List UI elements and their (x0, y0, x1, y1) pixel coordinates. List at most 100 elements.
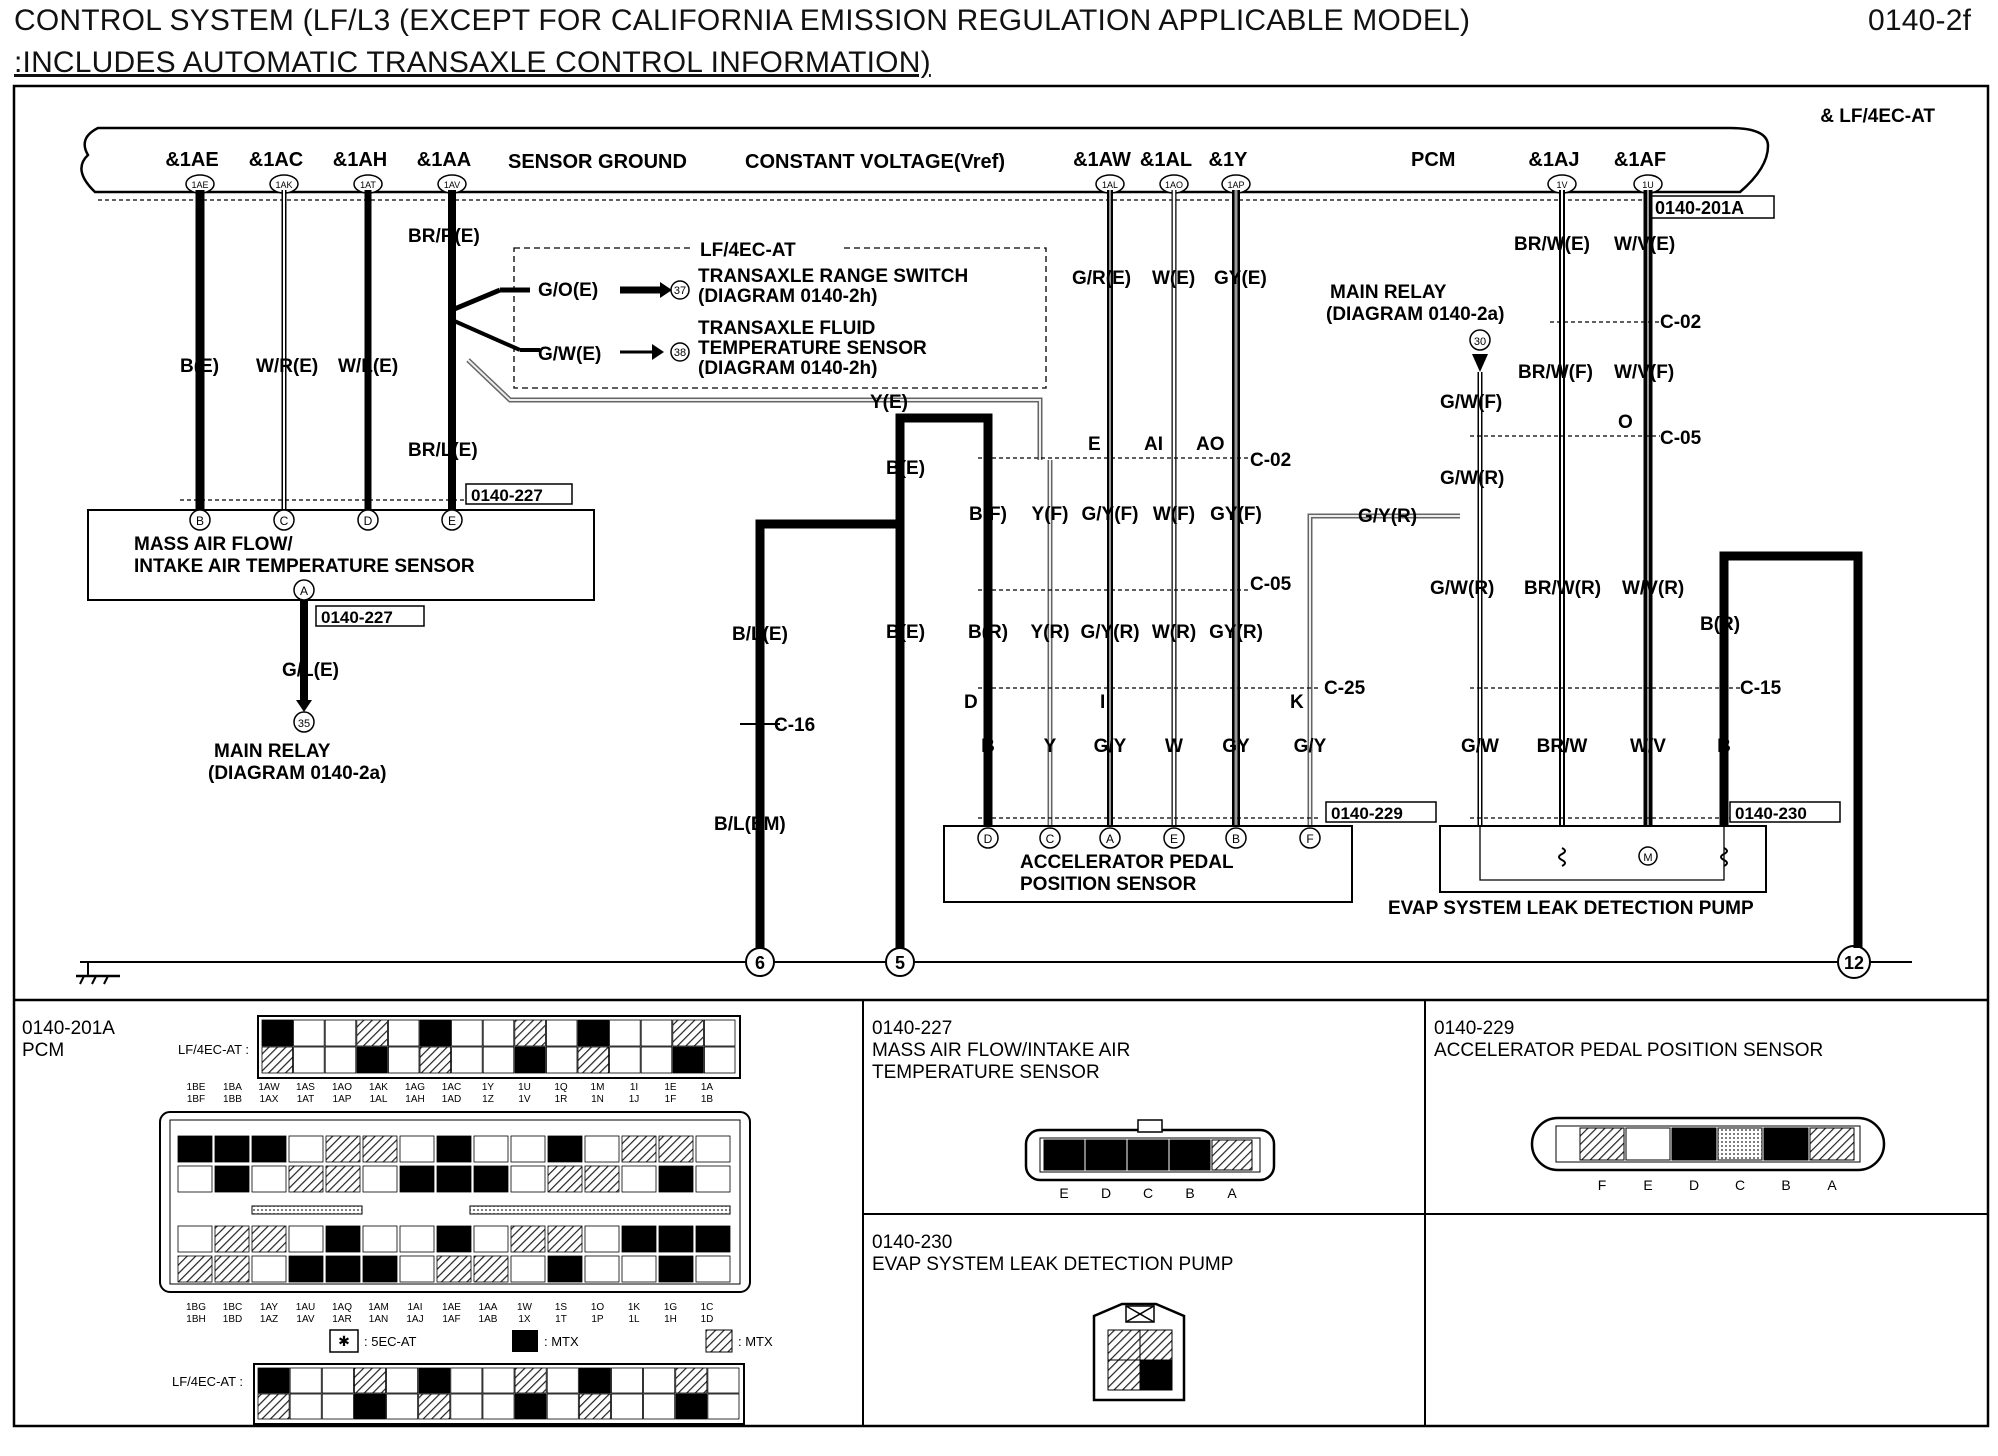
wire-be-1: B(E) (886, 458, 925, 479)
pcm-main-cell-3-6 (399, 1255, 435, 1283)
aps-conn-pin-3: C (1735, 1177, 1745, 1193)
maf-pin-d: D (364, 514, 373, 528)
pcm-main-cell-1-7 (436, 1165, 472, 1193)
wire-bl-e: B/L(E) (732, 624, 788, 645)
maf-wire-brr: BR/R(E) (408, 226, 480, 247)
trs-text1: TRANSAXLE RANGE SWITCH (698, 266, 968, 287)
evap-c05: C-05 (1660, 428, 1702, 449)
pcm-bot-strip-cell-0-4 (386, 1367, 419, 1394)
aps-pin-1: C (1046, 832, 1055, 846)
pcm-top-strip-cell-0-11 (609, 1019, 641, 1047)
pcm-main-cell-2-5 (362, 1225, 398, 1253)
pcm-labels-bot-a-7: 1AE (442, 1302, 461, 1313)
aps-pin-circle-5 (1299, 827, 1321, 849)
pcm-bot-strip-cell-1-11 (611, 1393, 644, 1420)
pcm-main-cell-1-0 (177, 1165, 213, 1193)
pcm-main-cell-0-2 (251, 1135, 287, 1163)
pcm-labels-bot-b-9: 1X (518, 1314, 531, 1325)
pcm-labels-top-a-7: 1AC (442, 1082, 461, 1093)
ground-wires: 6 5 12 (76, 413, 1912, 985)
pcm-pin-label-0: &1AE (165, 149, 218, 171)
pcm-labels-top-a-14: 1A (701, 1082, 714, 1093)
pcm-labels-top-b-3: 1AT (297, 1094, 315, 1105)
evap-r-wire-0: G/W(R) (1430, 578, 1494, 599)
pcm-labels-bot-a-8: 1AA (479, 1302, 498, 1313)
aps-wires (978, 190, 1460, 826)
pcm-main-cell-3-14 (695, 1255, 731, 1283)
pcm-main-cell-2-8 (473, 1225, 509, 1253)
pcm-main-cell-0-10 (547, 1135, 583, 1163)
pcm-labels-top-b-1: 1BB (223, 1094, 242, 1105)
pcm-labels-bot-b-4: 1AR (332, 1314, 351, 1325)
pcm-labels-top-a-9: 1U (518, 1082, 531, 1093)
pcm-labels-bot-a-5: 1AM (368, 1302, 389, 1313)
pcm-labels-top-a-13: 1E (664, 1082, 677, 1093)
pcm-main-cell-0-9 (510, 1135, 546, 1163)
aps-r-wire-4: GY(R) (1209, 622, 1263, 643)
page-title: CONTROL SYSTEM (LF/L3 (EXCEPT FOR CALIFO… (14, 4, 1471, 37)
outer-frame (12, 84, 1990, 1428)
pcm-labels-bot-a-9: 1W (517, 1302, 533, 1313)
aps-conn-name: ACCELERATOR PEDAL POSITION SENSOR (1434, 1040, 1823, 1061)
aps-pin-2: A (1106, 832, 1114, 846)
aps-sensor: ACCELERATOR PEDAL POSITION SENSOR 0140-2… (943, 801, 1437, 903)
pcm-pin-code-5: 1AO (1165, 180, 1183, 190)
maf-mr-text2: (DIAGRAM 0140-2a) (208, 763, 386, 784)
pcm-main-cell-2-3 (288, 1225, 324, 1253)
pcm-bot-strip-cell-0-2 (321, 1367, 354, 1394)
pcm-labels-top-a-4: 1AO (332, 1082, 352, 1093)
pcm-labels-bot-b-11: 1P (591, 1314, 604, 1325)
pcm-bot-strip-cell-0-12 (643, 1367, 676, 1394)
pcm-main-cell-1-12 (621, 1165, 657, 1193)
pcm-top-strip-cell-0-2 (324, 1019, 357, 1047)
aps-f-row: B(F)Y(F)G/Y(F)W(F)GY(F) (969, 504, 1262, 525)
pcm-labels-top-b-11: 1N (591, 1094, 604, 1105)
maf-pin-a: A (300, 584, 308, 598)
maf-conn-line2: TEMPERATURE SENSOR (872, 1062, 1100, 1083)
pcm-main-cell-0-7 (436, 1135, 472, 1163)
pcm-conn-name: PCM (22, 1040, 64, 1061)
pcm-pin-label-5: &1AL (1140, 149, 1192, 171)
pcm-pin-label-7: &1AJ (1528, 149, 1579, 171)
pcm-bot-strip-cell-0-1 (289, 1367, 322, 1394)
evap-mr-text1: MAIN RELAY (1330, 282, 1447, 303)
pcm-labels-bot-b-0: 1BH (186, 1314, 205, 1325)
maf-wire-b: B(E) (180, 356, 219, 377)
aps-f-wire-4: GY(F) (1210, 504, 1262, 525)
maf-ref: 0140-227 (471, 486, 543, 505)
maf-line2: INTAKE AIR TEMPERATURE SENSOR (134, 556, 475, 577)
pcm-pin-label-3: &1AA (417, 149, 471, 171)
pcm-bot-strip-cell-0-8 (514, 1367, 547, 1394)
pcm-labels-top-a-12: 1I (630, 1082, 638, 1093)
pcm-top-strip-cell-1-6 (451, 1046, 483, 1074)
pcm-legend-mtx2: : MTX (738, 1334, 773, 1349)
maf-conn-line1: MASS AIR FLOW/INTAKE AIR (872, 1040, 1130, 1061)
aps-c25-k: K (1290, 692, 1304, 713)
aps-r-wire-0: B(R) (968, 622, 1008, 643)
pcm-top-strip-cell-1-1 (293, 1046, 325, 1074)
aps-f-wire-3: W(F) (1153, 504, 1195, 525)
pcm-top-strip-cell-1-8 (514, 1046, 546, 1074)
aps-pin-circle-2 (1099, 827, 1121, 849)
aps-c02-ai: AI (1144, 434, 1163, 455)
aps-line2: POSITION SENSOR (1020, 874, 1197, 895)
pcm-top-strip-cell-1-4 (387, 1046, 420, 1074)
pcm-main-cell-0-11 (584, 1135, 620, 1163)
pcm-main-cell-2-6 (399, 1225, 435, 1253)
pcm-main-cell-3-5 (362, 1255, 398, 1283)
pcm-top-strip-cell-0-6 (451, 1019, 483, 1047)
pcm-labels-top-b-12: 1J (629, 1094, 640, 1105)
pcm-main-cell-3-13 (658, 1255, 694, 1283)
aps-line1: ACCELERATOR PEDAL (1020, 852, 1234, 873)
aps-f-wire-0: B(F) (969, 504, 1007, 525)
pcm-top-strip-cell-1-3 (356, 1046, 388, 1074)
pcm-top-strip-cell-1-9 (546, 1046, 578, 1074)
aps-conn-id: 0140-229 (1434, 1018, 1514, 1039)
pcm-main-cell-3-12 (621, 1255, 657, 1283)
pcm-main-cell-1-2 (251, 1165, 287, 1193)
pcm-pins: &1AE1AE&1AC1AK&1AH1AT&1AA1AV&1AW1AL&1AL1… (165, 149, 1666, 194)
pcm-labels-bot-a-13: 1G (664, 1302, 678, 1313)
c16-label: C-16 (774, 715, 815, 736)
pcm-top-strip-cell-0-5 (419, 1019, 452, 1047)
pcm-main-cell-0-4 (325, 1135, 361, 1163)
